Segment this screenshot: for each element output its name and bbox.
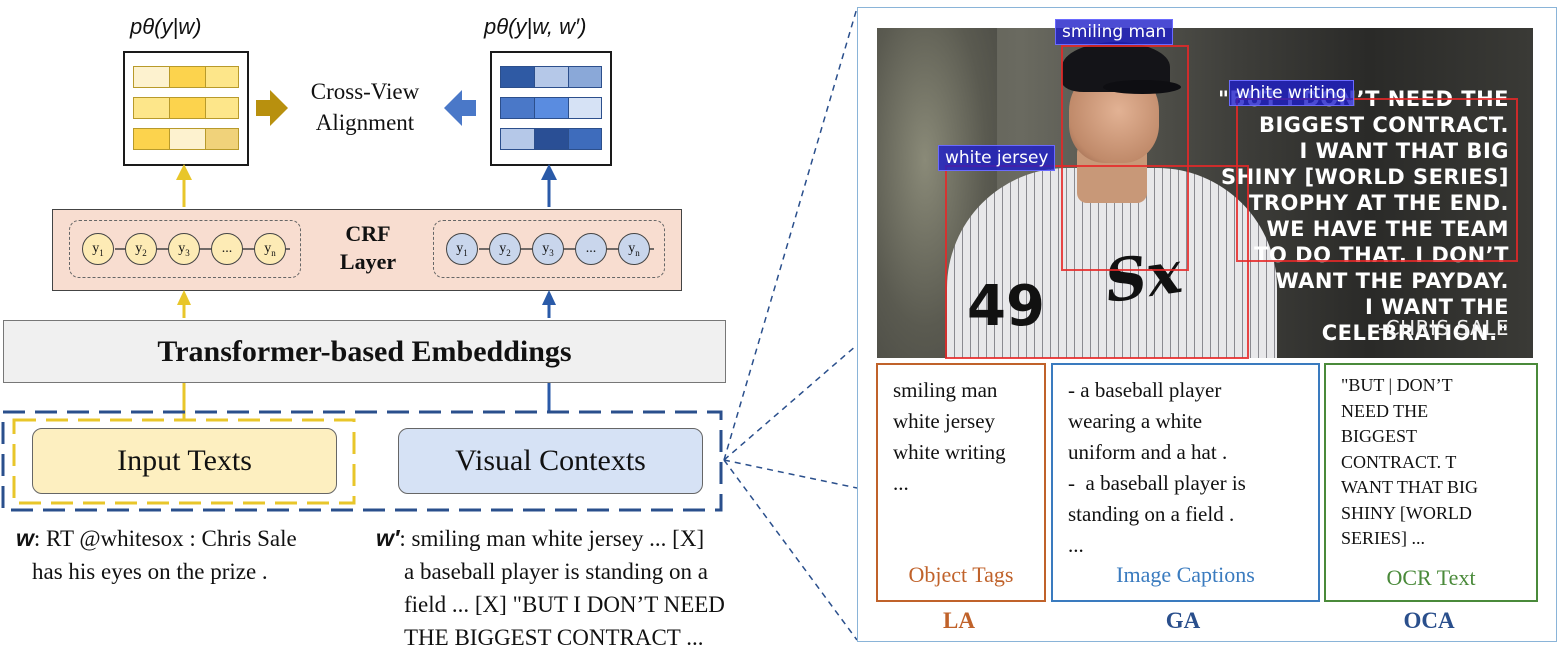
wp-line-4: THE BIGGEST CONTRACT ... xyxy=(404,625,704,650)
crf-node: y1 xyxy=(446,233,478,265)
matrix-cell xyxy=(205,97,239,119)
matrix-cell xyxy=(169,128,207,150)
label-la: LA xyxy=(943,608,975,633)
matrix-cell xyxy=(169,66,207,88)
jersey-number: 49 xyxy=(967,274,1045,339)
crf-node: ... xyxy=(211,233,243,265)
detection-box-white-writing xyxy=(1236,98,1518,262)
crf-chain-visual xyxy=(433,220,665,278)
prob-text-only: pθ(y|w) xyxy=(130,14,202,39)
prob-matrix-multimodal xyxy=(490,51,612,166)
matrix-cell xyxy=(534,66,570,88)
crf-node: y3 xyxy=(532,233,564,265)
crf-node: y3 xyxy=(168,233,200,265)
crf-node: yn xyxy=(618,233,650,265)
object-tags-text: smiling man white jersey white writing .… xyxy=(893,378,1006,495)
matrix-cell xyxy=(534,128,570,150)
cross-view-alignment-label: Cross-View Alignment xyxy=(290,76,440,138)
quote-author: -CHRIS SALE xyxy=(1377,316,1509,340)
crf-node: y2 xyxy=(125,233,157,265)
matrix-cell xyxy=(205,128,239,150)
prob-matrix-text xyxy=(123,51,249,166)
image-captions-text: - a baseball player wearing a white unif… xyxy=(1068,378,1246,557)
object-tags-panel: smiling man white jersey white writing .… xyxy=(876,363,1046,602)
matrix-cell xyxy=(133,128,171,150)
crf-chain-text xyxy=(69,220,301,278)
image-captions-label: Image Captions xyxy=(1116,562,1255,587)
visual-context-panel xyxy=(857,7,1557,642)
image-captions-panel: - a baseball player wearing a white unif… xyxy=(1051,363,1320,602)
label-oca: OCA xyxy=(1403,608,1455,633)
matrix-cell xyxy=(133,97,171,119)
matrix-cell xyxy=(205,66,239,88)
ocr-text-content: "BUT | DON’T NEED THE BIGGEST CONTRACT. … xyxy=(1341,375,1479,548)
tag-white-writing: white writing xyxy=(1229,80,1354,106)
matrix-cell xyxy=(568,128,602,150)
prob-text-multimodal: pθ(y|w, w′) xyxy=(484,14,587,39)
crf-node: yn xyxy=(254,233,286,265)
w-line-2: has his eyes on the prize . xyxy=(32,559,268,584)
object-tags-label: Object Tags xyxy=(908,562,1014,587)
detection-box-white-jersey xyxy=(945,165,1249,359)
tag-smiling-man: smiling man xyxy=(1055,19,1174,45)
ocr-text-label: OCR Text xyxy=(1386,564,1476,590)
wp-line-2: a baseball player is standing on a xyxy=(404,559,709,584)
quote-text: "BUT I DON’T NEED THE BIGGEST CONTRACT. … xyxy=(1218,87,1509,345)
ocr-text-panel: "BUT | DON’T NEED THE BIGGEST CONTRACT. … xyxy=(1324,363,1538,602)
player-cap-brim xyxy=(1103,80,1181,94)
matrix-cell xyxy=(133,66,171,88)
visual-contexts-box: Visual Contexts xyxy=(398,428,703,494)
tweet-image: Sx 49 "BUT I DON’T NEED THE BIGGEST CONT… xyxy=(877,28,1533,358)
matrix-cell xyxy=(568,97,602,119)
tag-white-jersey: white jersey xyxy=(938,145,1056,171)
alignment-line-1: Cross-View xyxy=(310,79,420,104)
transformer-embeddings: Transformer-based Embeddings xyxy=(3,320,726,383)
wp-text-1: : smiling man white jersey ... [X] xyxy=(399,526,705,551)
crf-label: CRF Layer xyxy=(323,220,413,276)
crf-label-line-1: CRF xyxy=(345,221,391,246)
wp-symbol: w′ xyxy=(376,525,400,551)
w-line-1: w: RT @whitesox : Chris Sale xyxy=(16,522,297,555)
wp-line-1: w′: smiling man white jersey ... [X] xyxy=(376,522,725,555)
w-symbol: w xyxy=(16,525,34,551)
w-description: w: RT @whitesox : Chris Sale has his eye… xyxy=(16,522,297,588)
matrix-cell xyxy=(500,66,536,88)
crf-node: ... xyxy=(575,233,607,265)
wprime-description: w′: smiling man white jersey ... [X] a b… xyxy=(376,522,725,654)
matrix-cell xyxy=(568,66,602,88)
detection-box-smiling-man xyxy=(1061,45,1189,271)
crf-label-line-2: Layer xyxy=(339,249,397,274)
crf-node: y1 xyxy=(82,233,114,265)
crf-node: y2 xyxy=(489,233,521,265)
wp-line-3: field ... [X] "BUT I DON’T NEED xyxy=(404,592,725,617)
label-ga: GA xyxy=(1165,608,1201,633)
alignment-line-2: Alignment xyxy=(315,110,415,135)
matrix-cell xyxy=(169,97,207,119)
matrix-cell xyxy=(500,97,536,119)
matrix-cell xyxy=(500,128,536,150)
matrix-cell xyxy=(534,97,570,119)
w-text-1: : RT @whitesox : Chris Sale xyxy=(33,526,297,551)
input-texts-box: Input Texts xyxy=(32,428,337,494)
